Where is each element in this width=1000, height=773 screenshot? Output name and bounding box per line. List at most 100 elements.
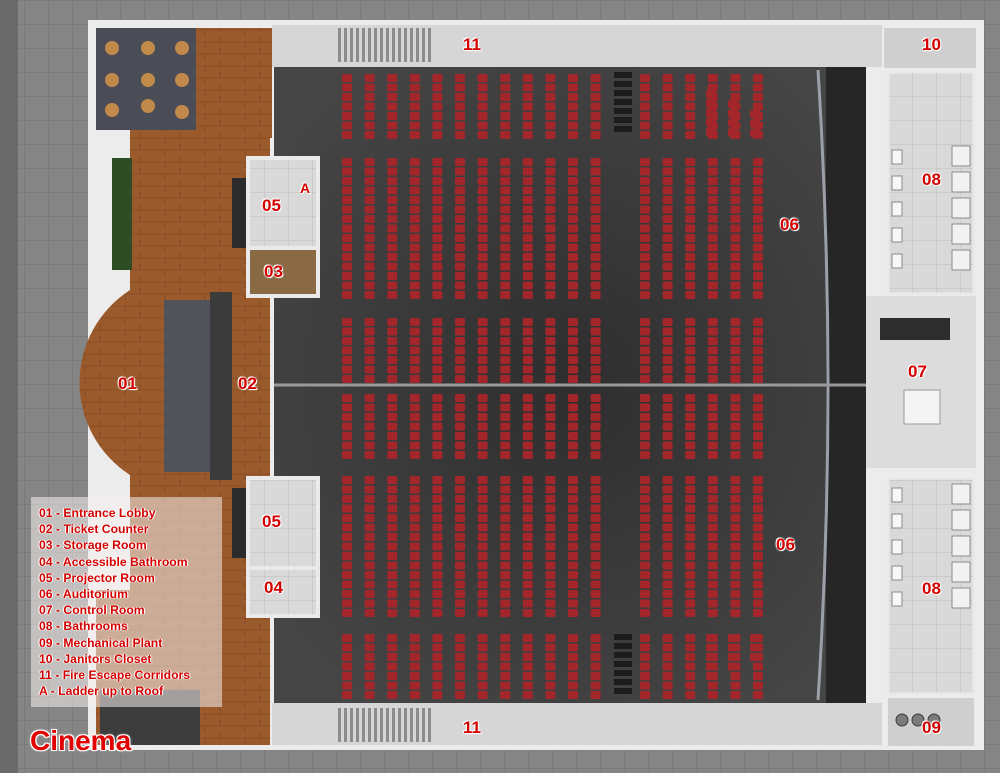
aisle-step	[614, 126, 632, 132]
seat	[662, 253, 673, 261]
corridor-stairs	[338, 28, 431, 742]
seat	[432, 413, 443, 421]
seat	[364, 653, 375, 661]
seat	[640, 504, 650, 513]
seat	[545, 131, 556, 139]
seat	[685, 253, 696, 261]
stair-step	[422, 708, 425, 742]
seat	[545, 599, 556, 608]
seat	[545, 253, 556, 261]
seat	[568, 561, 578, 570]
seat	[662, 691, 673, 699]
seat	[477, 74, 488, 82]
seat	[364, 514, 375, 522]
seat	[662, 234, 673, 242]
seat	[500, 514, 511, 522]
seat	[455, 253, 465, 261]
seat	[662, 643, 673, 652]
seat	[364, 167, 375, 176]
aisle-step	[614, 688, 632, 694]
seat	[409, 272, 420, 280]
seat	[387, 158, 398, 166]
seat	[753, 495, 763, 503]
seat	[522, 504, 533, 513]
seat	[707, 504, 718, 513]
seat	[730, 403, 741, 412]
seat	[432, 662, 443, 671]
seat	[568, 662, 578, 671]
seat	[707, 403, 718, 412]
seat	[342, 514, 352, 522]
seat	[662, 634, 673, 642]
seat	[568, 272, 578, 280]
lobby-floor-top	[196, 28, 272, 138]
seat	[685, 561, 696, 570]
seat	[568, 121, 578, 130]
seat	[685, 653, 696, 661]
seat	[387, 542, 398, 551]
seat	[409, 356, 420, 364]
seat	[662, 413, 673, 421]
seat	[364, 186, 375, 195]
seat	[640, 533, 650, 541]
seat	[455, 177, 465, 185]
seat	[685, 599, 696, 608]
seat	[685, 495, 696, 503]
seat	[477, 318, 488, 326]
stair-step	[368, 28, 371, 62]
label-auditorium-bottom: 06	[776, 535, 795, 554]
toilet	[951, 171, 971, 193]
legend-item: 11 - Fire Escape Corridors	[39, 668, 191, 683]
seat	[455, 356, 465, 364]
seat	[568, 196, 578, 204]
seat	[477, 243, 488, 252]
seat	[728, 653, 738, 661]
seat	[387, 523, 398, 532]
seat	[342, 609, 352, 617]
seat	[590, 167, 601, 176]
seat	[568, 691, 578, 699]
seat	[662, 291, 673, 299]
seat	[640, 93, 650, 101]
seat	[662, 262, 673, 271]
seat	[477, 131, 488, 139]
seat	[387, 318, 398, 326]
seat	[662, 131, 673, 139]
seat	[730, 533, 741, 541]
stair-step	[392, 28, 395, 62]
seat	[590, 542, 601, 551]
seat	[568, 224, 578, 233]
seat	[662, 327, 673, 336]
legend-item: A - Ladder up to Roof	[39, 684, 164, 699]
seat	[500, 394, 511, 402]
seat	[753, 504, 763, 513]
seat	[432, 346, 443, 355]
seat	[640, 375, 650, 383]
seat	[455, 291, 465, 299]
seat	[707, 74, 718, 82]
seat	[522, 552, 533, 560]
seat	[590, 394, 601, 402]
seat	[685, 523, 696, 532]
seat	[477, 196, 488, 204]
seat	[342, 196, 352, 204]
seat	[640, 167, 650, 176]
seat	[500, 83, 511, 92]
seat	[342, 571, 352, 579]
seat	[753, 542, 763, 551]
seat	[568, 158, 578, 166]
seat	[590, 634, 601, 642]
seat	[640, 691, 650, 699]
seat	[500, 681, 511, 690]
seat	[432, 672, 443, 680]
seat	[662, 432, 673, 440]
seat	[387, 495, 398, 503]
seat	[706, 634, 716, 642]
seat	[662, 653, 673, 661]
seat	[753, 186, 763, 195]
seat	[477, 327, 488, 336]
seat	[477, 83, 488, 92]
seat	[477, 224, 488, 233]
